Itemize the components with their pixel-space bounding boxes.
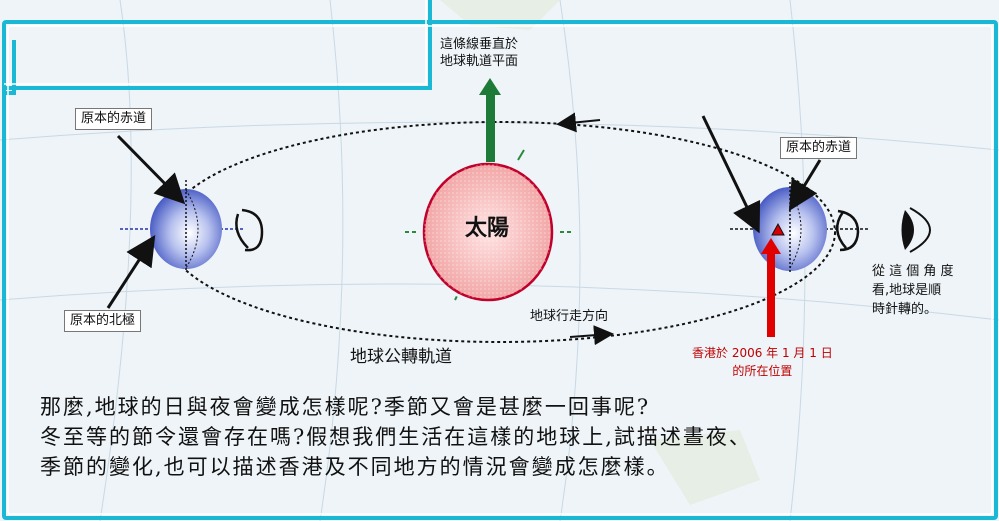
paragraph-line: 季節的變化,也可以描述香港及不同地方的情況會變成怎麼樣。 [40,455,670,479]
viewpoint-note: 從 這 個 角 度 看,地球是順 時針轉的。 [872,264,954,317]
paragraph-line: 那麼,地球的日與夜會變成怎樣呢?季節又會是甚麼一回事呢? [40,395,651,419]
earth-left [120,180,245,270]
orbit-label: 地球公轉軌道 [350,347,452,367]
orbit-arrow-bottom-icon [569,325,614,346]
eye-icon [901,207,931,253]
hongkong-position-note: 香港於 2006 年 1 月 1 日 的所在位置 [692,346,833,378]
original-north-pole-label: 原本的北極 [64,310,142,332]
perpendicular-arrow-icon [479,78,501,162]
original-equator-label-left: 原本的赤道 [75,108,153,130]
rotation-arrow-icon-right [836,209,860,252]
triangle-marker-icon [771,222,785,236]
question-paragraph: 那麼,地球的日與夜會變成怎樣呢?季節又會是甚麼一回事呢? 冬至等的節令還會存在嗎… [40,392,970,482]
original-equator-label-right: 原本的赤道 [780,137,858,159]
perpendicular-line-label: 這條線垂直於 地球軌道平面 [440,37,519,69]
paragraph-line: 冬至等的節令還會存在嗎?假想我們生活在這樣的地球上,試描述晝夜、 [40,425,752,449]
earth-motion-direction-label: 地球行走方向 [530,309,609,324]
sun [405,149,574,302]
rotation-arrow-icon [235,208,264,252]
hongkong-pointer [761,238,781,337]
sun-label: 太陽 [465,216,510,241]
orbit-arrow-top-icon [556,112,601,133]
